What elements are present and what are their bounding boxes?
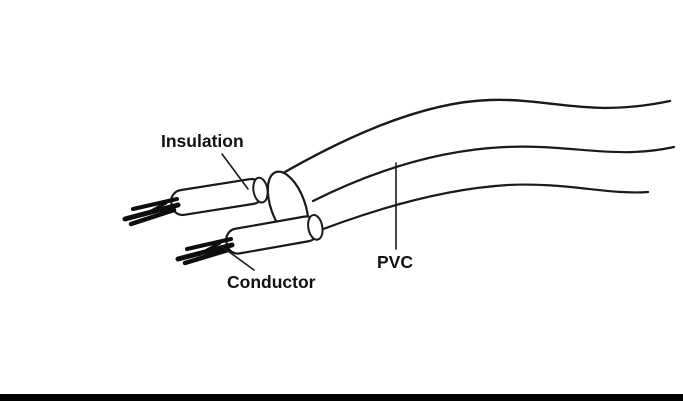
conductor-strands-upper [122,197,181,227]
conductor-strands-lower [175,237,235,266]
label-pvc: PVC [377,252,413,272]
wire-lower-insulation-end [307,213,324,241]
label-insulation: Insulation [161,131,244,151]
wire-upper-insulation-end [252,176,269,204]
wire-upper-insulation [170,176,269,217]
wire-lower-insulation [225,213,324,255]
label-conductor: Conductor [227,272,316,292]
insulation-pointer-line [221,153,249,190]
pvc-jacket-middle-line [311,145,676,203]
bottom-edge-bar [0,394,683,401]
conductor-pointer-line [220,245,255,271]
pvc-jacket-top-line [276,98,672,178]
pvc-jacket-bottom-line [298,183,650,240]
